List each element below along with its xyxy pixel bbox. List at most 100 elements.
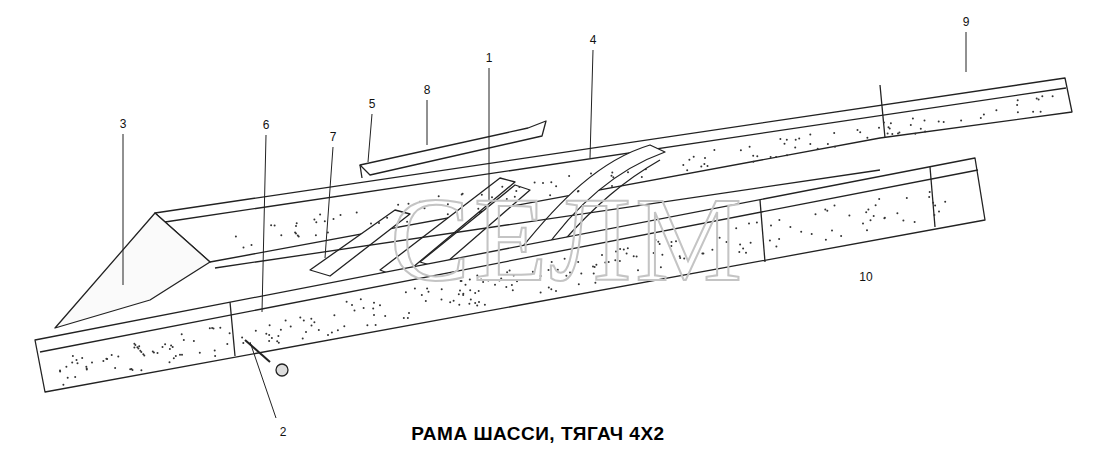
rivet-hole xyxy=(468,303,470,305)
rivet-hole xyxy=(848,215,850,217)
rivet-hole xyxy=(1032,111,1034,113)
rivet-hole xyxy=(784,143,786,145)
rivet-hole xyxy=(265,333,267,335)
rivet-hole xyxy=(833,132,835,134)
rivet-hole xyxy=(373,314,375,316)
rivet-hole xyxy=(219,327,221,329)
rivet-hole xyxy=(143,355,145,357)
rivet-hole xyxy=(641,176,643,178)
rivet-hole xyxy=(920,128,922,130)
rivet-hole xyxy=(114,367,116,369)
rivet-hole xyxy=(324,220,326,222)
rivet-hole xyxy=(379,304,381,306)
rivet-hole xyxy=(933,214,935,216)
rivet-hole xyxy=(318,329,320,331)
rivet-hole xyxy=(1016,104,1018,106)
rivet-hole xyxy=(271,337,273,339)
rivet-hole xyxy=(229,332,231,334)
rivet-hole xyxy=(81,357,83,359)
rivet-hole xyxy=(912,118,914,120)
rivet-hole xyxy=(867,208,869,210)
rivet-hole xyxy=(786,154,788,156)
frame-rail-right xyxy=(35,158,985,392)
rivet-hole xyxy=(268,340,270,342)
rivet-hole xyxy=(157,352,159,354)
rivet-hole xyxy=(302,337,304,339)
rivet-hole xyxy=(91,362,93,364)
rivet-hole xyxy=(873,215,875,217)
rivet-hole xyxy=(568,175,570,177)
rivet-hole xyxy=(255,330,257,332)
rivet-hole xyxy=(897,133,899,135)
rivet-hole xyxy=(749,146,751,148)
rivet-hole xyxy=(214,350,216,352)
rivet-hole xyxy=(74,376,76,378)
rivet-hole xyxy=(408,312,410,314)
bracket xyxy=(360,121,546,175)
rivet-hole xyxy=(333,314,335,316)
rivet-hole xyxy=(798,137,800,139)
rivet-hole xyxy=(789,226,791,228)
rivet-hole xyxy=(373,302,375,304)
rivet-hole xyxy=(242,342,244,344)
rivet-hole xyxy=(474,302,476,304)
rivet-hole xyxy=(890,122,892,124)
rivet-hole xyxy=(800,231,802,233)
rivet-hole xyxy=(315,234,317,236)
rivet-hole xyxy=(704,157,706,159)
rivet-hole xyxy=(375,324,377,326)
rivet-hole xyxy=(117,356,119,358)
rivet-hole xyxy=(756,155,758,157)
rivet-hole xyxy=(280,329,282,331)
rivet-hole xyxy=(86,368,88,370)
rivet-hole xyxy=(778,238,780,240)
callout-number: 2 xyxy=(280,425,287,439)
rivet-hole xyxy=(707,165,709,167)
rivet-hole xyxy=(183,339,185,341)
rivet-hole xyxy=(453,300,455,302)
rivet-hole xyxy=(840,235,842,237)
rivet-hole xyxy=(106,358,108,360)
rivet-hole xyxy=(102,360,104,362)
rivet-hole xyxy=(360,298,362,300)
rivet-hole xyxy=(315,221,317,223)
rivet-hole xyxy=(111,354,113,356)
rivet-hole xyxy=(859,131,861,133)
rivet-hole xyxy=(943,121,945,123)
rivet-hole xyxy=(713,149,715,151)
rivet-hole xyxy=(878,127,880,129)
rivet-hole xyxy=(403,317,405,319)
rivet-hole xyxy=(311,325,313,327)
callout-number: 9 xyxy=(963,15,970,29)
rivet-hole xyxy=(834,146,836,148)
rivet-hole xyxy=(870,219,872,221)
rivet-hole xyxy=(346,301,348,303)
rivet-hole xyxy=(153,351,155,353)
rivet-hole xyxy=(76,359,78,361)
rivet-hole xyxy=(1052,95,1054,97)
rivet-hole xyxy=(824,208,826,210)
rivet-hole xyxy=(866,137,868,139)
rivet-hole xyxy=(280,234,282,236)
rivet-hole xyxy=(831,229,833,231)
rivet-hole xyxy=(173,357,175,359)
rivet-hole xyxy=(778,219,780,221)
rivet-hole xyxy=(175,355,177,357)
rivet-hole xyxy=(72,355,74,357)
rivet-hole xyxy=(172,346,174,348)
rivet-hole xyxy=(137,348,139,350)
rivet-hole xyxy=(889,127,891,129)
rivet-hole xyxy=(928,196,930,198)
rivet-hole xyxy=(356,212,358,214)
rivet-hole xyxy=(313,219,315,221)
callout-number: 5 xyxy=(369,97,376,111)
rivet-hole xyxy=(688,159,690,161)
rivet-hole xyxy=(611,175,613,177)
rivet-hole xyxy=(682,164,684,166)
rivet-hole xyxy=(770,225,772,227)
rivet-hole xyxy=(1036,97,1038,99)
rivet-hole xyxy=(331,332,333,334)
rivet-hole xyxy=(794,147,796,149)
rivet-hole xyxy=(756,222,758,224)
